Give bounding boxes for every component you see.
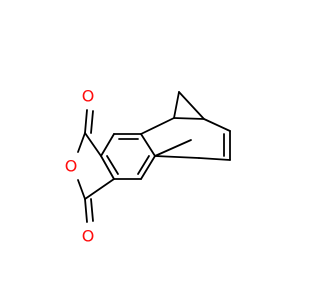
bond-aromatic-bridgehead-right — [154, 139, 192, 157]
ring-oxygen-label: O — [65, 157, 78, 176]
bond-c6-c1-inner — [106, 155, 119, 175]
carbonyl-oxygen-top-label: O — [82, 87, 95, 106]
anhydride-ring — [77, 109, 115, 223]
bond-ring-carbonyl-top — [84, 132, 102, 157]
bond-bridgehead-top — [173, 117, 205, 120]
bond-aromatic-bridgehead-top — [140, 117, 175, 135]
bond-c6-c1 — [100, 155, 115, 180]
bond-carbonyl-top-ring-o — [77, 132, 86, 153]
bond-c3-c4 — [140, 133, 156, 157]
background — [0, 0, 300, 300]
bond-c4-c5-inner — [137, 155, 150, 175]
bond-bridge-left — [173, 91, 180, 119]
bond-ring-carbonyl-bottom — [84, 178, 115, 200]
norbornene-bridge — [140, 91, 231, 161]
molecule-structure: O O O — [0, 0, 300, 300]
benzene-ring — [100, 133, 156, 180]
bond-carbonyl-bottom-o-double — [90, 198, 94, 222]
bond-bridgehead-bottom — [154, 155, 200, 159]
bond-alkene-bridgehead-bottom — [198, 157, 231, 161]
bond-bridge-right — [178, 91, 205, 120]
bond-carbonyl-bottom-ring-o — [77, 179, 86, 200]
bond-c4-c5 — [140, 155, 156, 180]
bond-carbonyl-top-o-double — [90, 110, 94, 134]
bond-bridgehead-alkene — [203, 118, 231, 132]
bond-c1-c2 — [100, 133, 115, 157]
bond-carbonyl-top-o — [84, 109, 88, 134]
bond-carbonyl-bottom-o — [84, 198, 88, 223]
carbonyl-oxygen-bottom-label: O — [82, 227, 95, 246]
